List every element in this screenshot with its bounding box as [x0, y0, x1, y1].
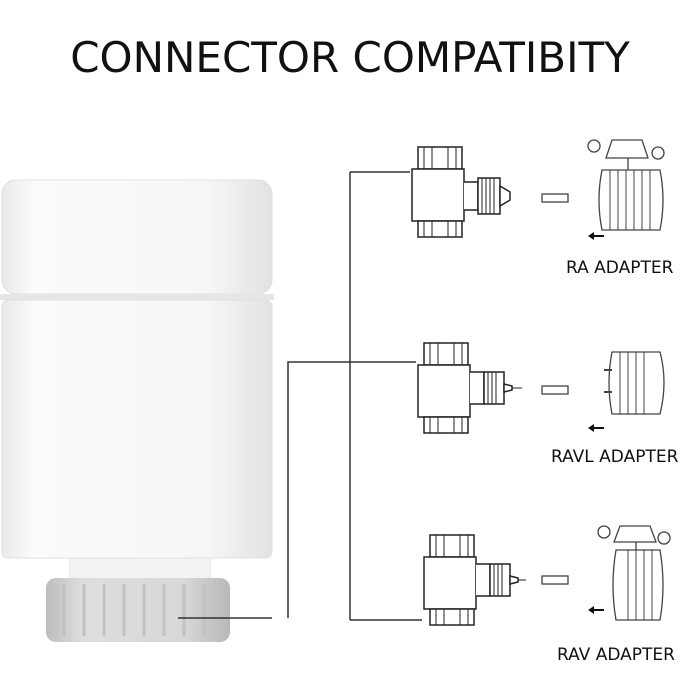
connector-lines	[178, 171, 422, 621]
page-title: CONNECTOR COMPATIBITY	[70, 33, 630, 82]
adapter-label-ravl: RAVL ADAPTER	[551, 447, 679, 467]
ravl-adapter-icon	[604, 351, 665, 415]
ra-adapter-icon	[587, 139, 665, 231]
thermostat-head	[0, 179, 274, 642]
valve-body-rav	[423, 534, 526, 626]
valve-body-ra	[411, 146, 511, 238]
adapter-pin-ra	[541, 193, 569, 203]
arrow-left-icon	[588, 232, 604, 240]
adapter-pin-ravl	[541, 385, 569, 395]
arrow-left-icon	[588, 424, 604, 432]
adapter-label-ra: RA ADAPTER	[566, 258, 674, 278]
thermostat-nut	[46, 578, 230, 642]
adapter-pin-rav	[541, 575, 569, 585]
rav-adapter-icon	[597, 525, 671, 621]
adapter-label-rav: RAV ADAPTER	[557, 645, 675, 665]
valve-body-ravl	[417, 342, 522, 434]
arrow-left-icon	[588, 606, 604, 614]
